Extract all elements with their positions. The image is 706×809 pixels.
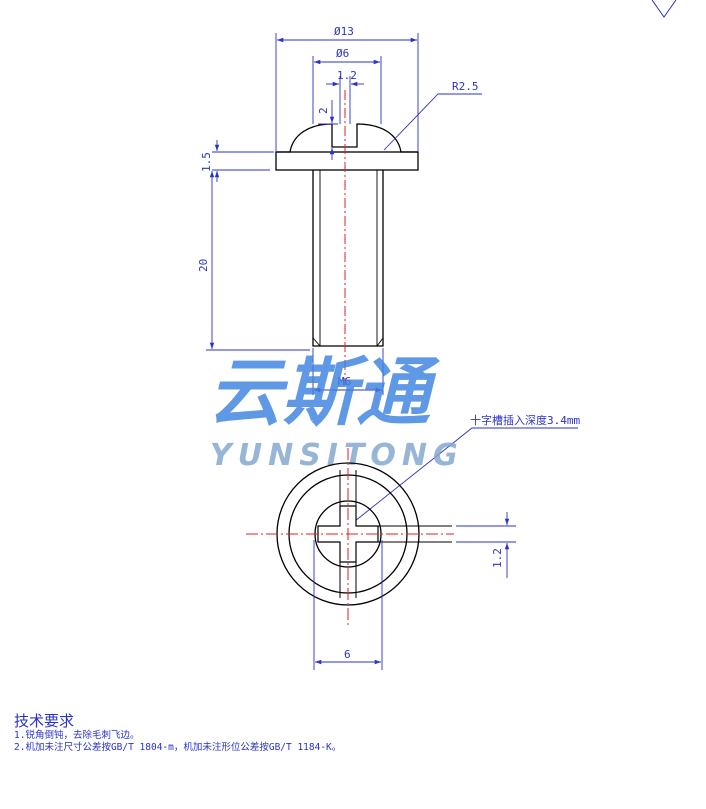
dim-fillet-radius: R2.5 — [452, 80, 479, 93]
corner-mark — [651, 0, 677, 18]
top-view-extensions — [339, 470, 452, 598]
watermark-english: YUNSITONG — [210, 438, 464, 473]
dim-thread: M6 — [338, 375, 351, 388]
watermark-chinese: 云斯通 — [208, 350, 440, 436]
dim-slot-width: 1.2 — [337, 69, 357, 82]
dim-shank-length: 20 — [197, 259, 210, 272]
dim-cross-slot-width: 1.2 — [491, 548, 504, 568]
watermark: 云斯通 YUNSITONG — [208, 350, 464, 473]
note-item-2: 2.机加未注尺寸公差按GB/T 1804-m，机加未注形位公差按GB/T 118… — [14, 742, 342, 753]
dim-slot-depth: 2 — [317, 107, 330, 114]
front-view — [275, 123, 419, 347]
technical-requirements: 技术要求 1.锐角倒钝，去除毛刺飞边。 2.机加未注尺寸公差按GB/T 1804… — [14, 712, 341, 754]
dim-cross-depth-note: 十字槽插入深度3.4mm — [470, 413, 580, 427]
note-item-1: 1.锐角倒钝，去除毛刺飞边。 — [14, 730, 140, 741]
notes-title: 技术要求 — [14, 712, 75, 730]
dim-slot-span: Ø6 — [336, 47, 349, 60]
dim-cross-span: 6 — [344, 648, 351, 661]
dim-head-diameter: Ø13 — [334, 25, 354, 38]
front-dimensions — [206, 33, 578, 526]
engineering-drawing: Ø13 Ø6 1.2 2 R2.5 1.5 20 M6 十字槽插入深度3.4mm… — [197, 0, 677, 670]
top-dimensions — [313, 512, 516, 670]
dim-head-height: 1.5 — [200, 152, 213, 172]
